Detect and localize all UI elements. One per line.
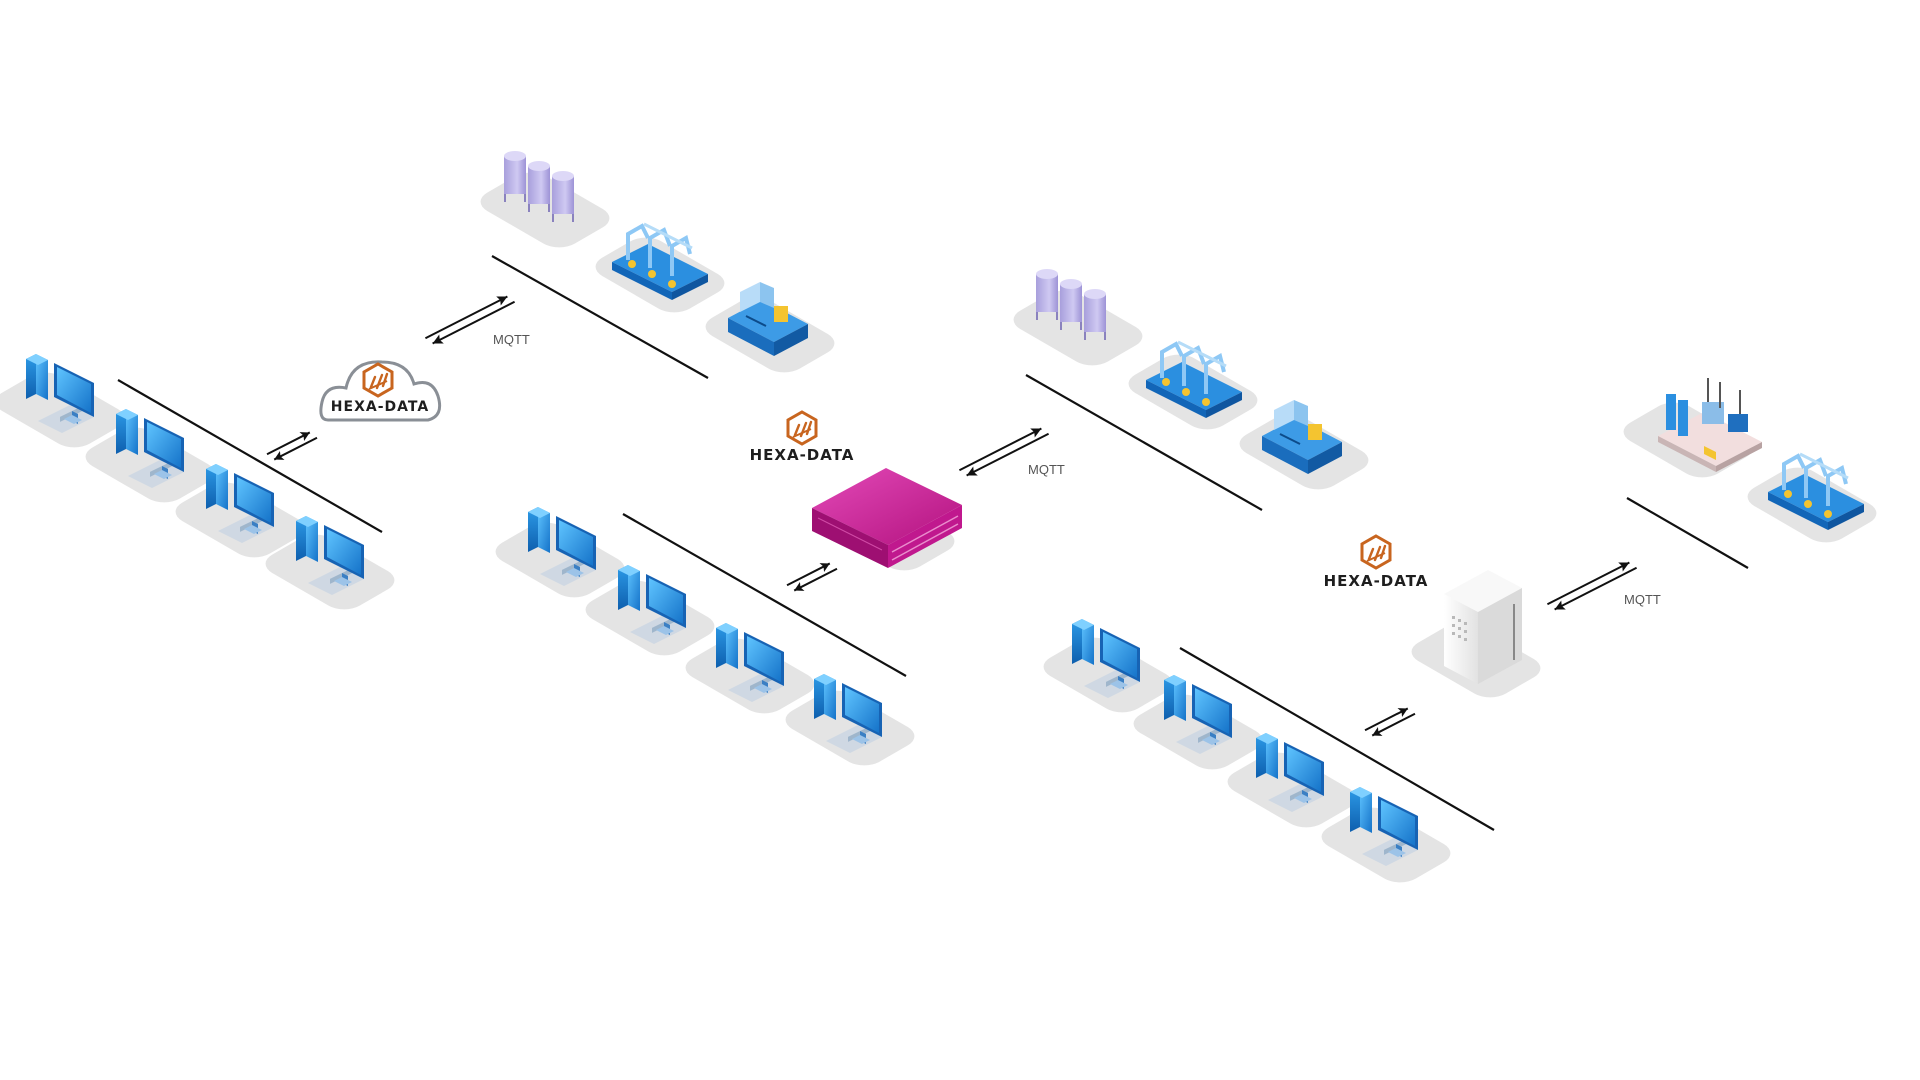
deployment-cloud: HEXA-DATA MQTT [0,150,844,615]
machine-bus-line [1626,497,1749,569]
machine-bus-line [1025,374,1263,511]
pc-bus-line [1179,647,1495,831]
mqtt-label: MQTT [1624,592,1661,607]
machine-group-appliance [1004,268,1378,511]
tower-server-icon [1444,570,1522,684]
brand-label: HEXA-DATA [331,399,429,415]
brand-label: HEXA-DATA [750,446,855,464]
pc-group-appliance [486,507,924,771]
machine-group-cloud [471,150,844,379]
deployment-on-prem-server: HEXA-DATA MQTT [1034,377,1886,888]
cloud-icon [319,360,442,422]
cloud-gateway: HEXA-DATA [319,360,442,422]
server-gateway: HEXA-DATA [1324,534,1550,703]
machine-group-server [1614,377,1886,569]
machine-bus-line [491,255,709,379]
pc-bus-line [622,513,907,677]
hexa-data-logo-icon [786,410,818,446]
pc-group-cloud [0,354,404,615]
mqtt-label: MQTT [493,332,530,347]
brand-label: HEXA-DATA [1324,572,1429,590]
hexa-data-logo-icon [1360,534,1392,570]
rack-appliance-icon [812,468,962,568]
data-arrows-icon [1361,701,1419,743]
pc-bus-line [117,379,383,533]
mqtt-label: MQTT [1028,462,1065,477]
deployment-appliance: HEXA-DATA MQTT [486,268,1378,771]
data-arrows-icon [783,556,841,598]
data-arrows-icon [263,425,321,467]
pc-group-server [1034,619,1495,888]
appliance-gateway: HEXA-DATA [750,410,964,576]
